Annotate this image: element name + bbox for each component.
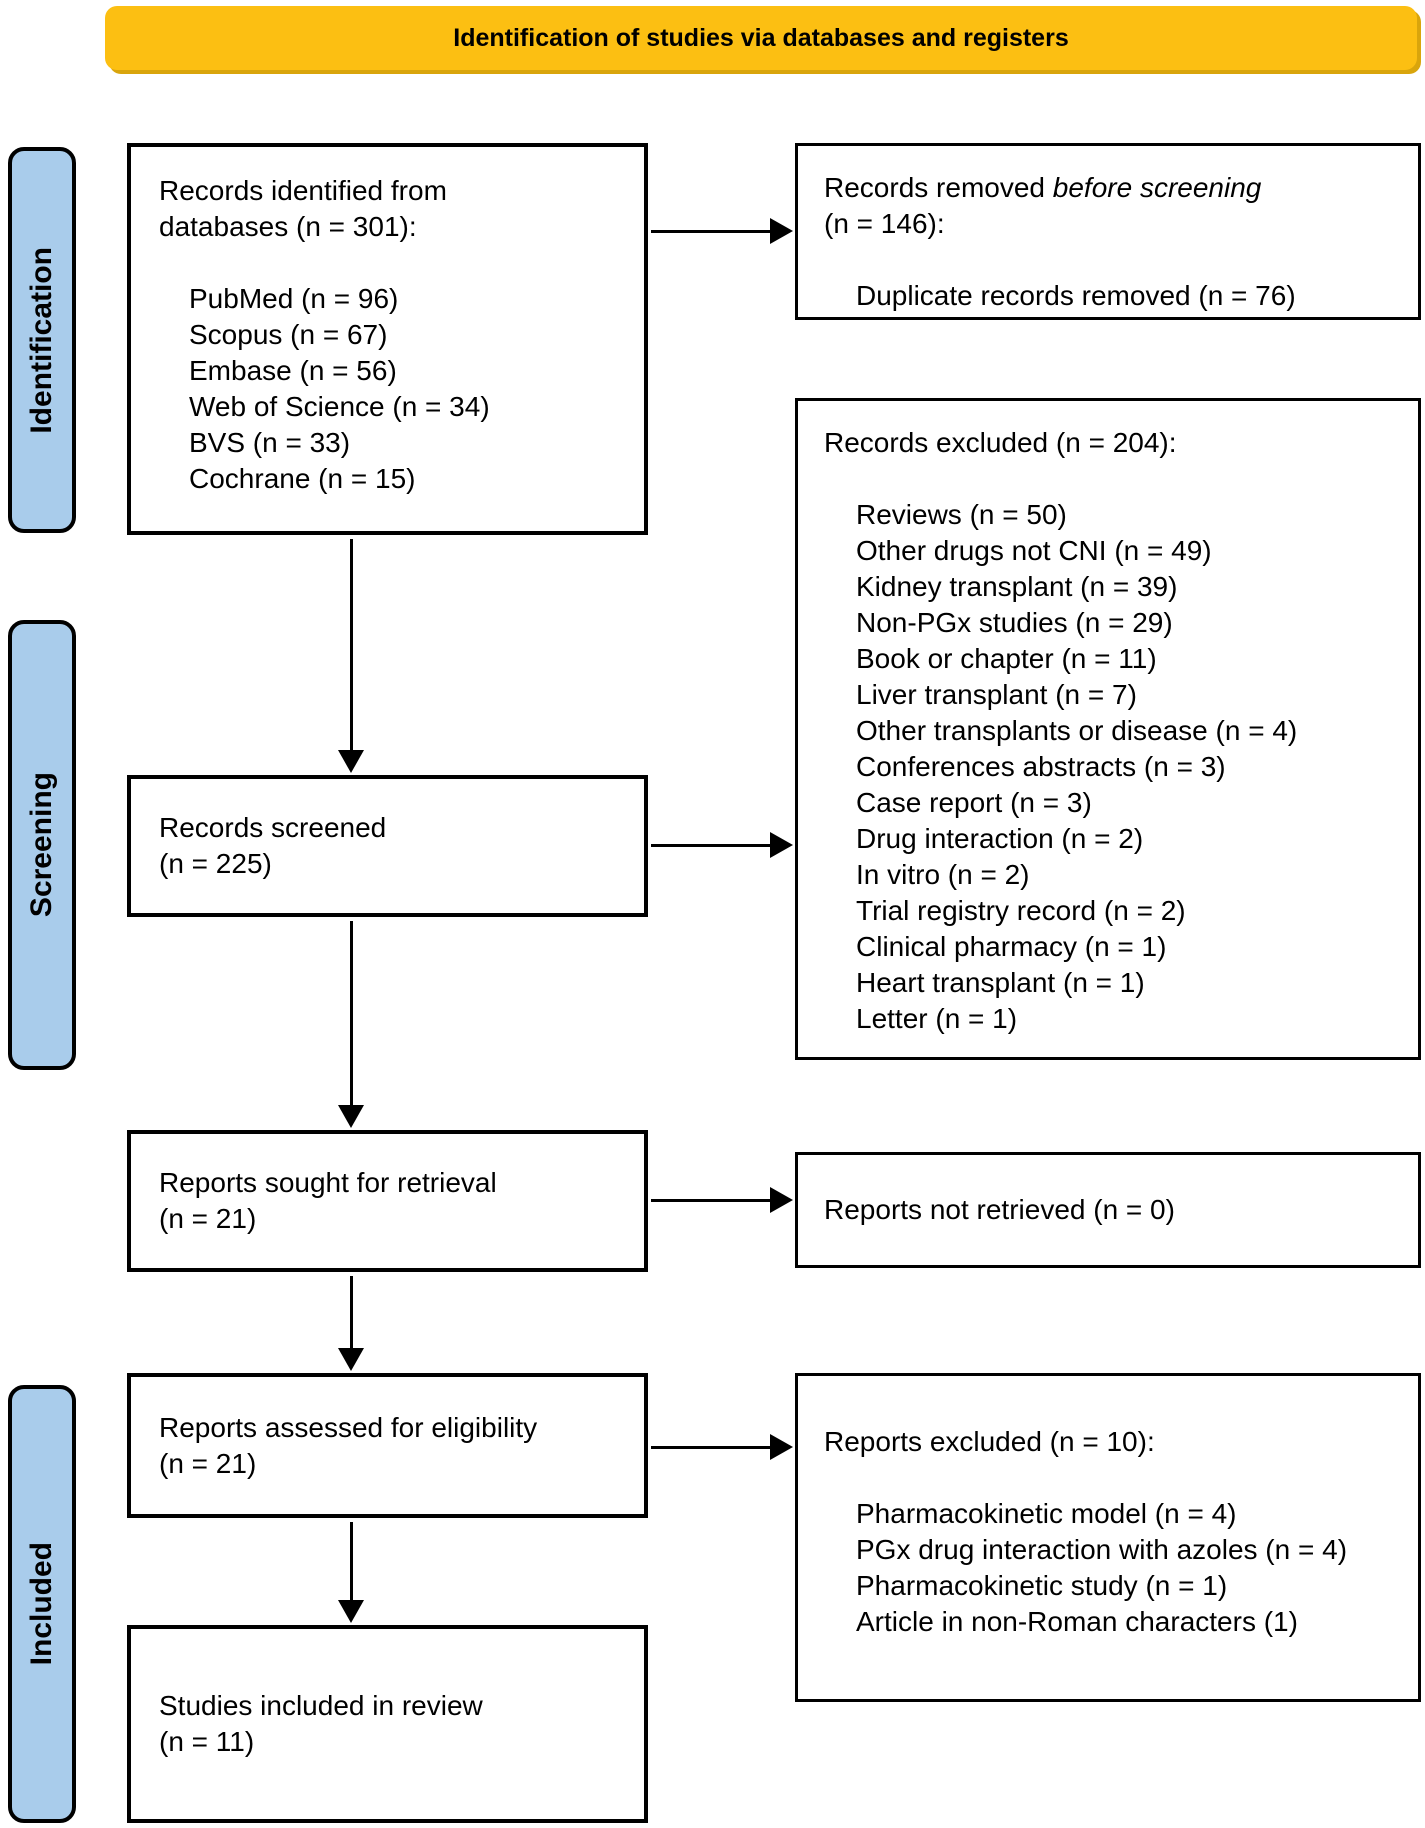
box-reports-assessed: Reports assessed for eligibility (n = 21…	[127, 1373, 648, 1518]
spacer	[159, 245, 626, 281]
arrow-sought-to-not-retrieved-line	[651, 1199, 773, 1202]
box-reports-sought: Reports sought for retrieval (n = 21)	[127, 1130, 648, 1272]
excluded-item: Other drugs not CNI (n = 49)	[856, 535, 1212, 566]
arrow-screened-to-sought-line	[350, 921, 353, 1107]
reports-sought-line1: Reports sought for retrieval	[159, 1167, 497, 1198]
records-identified-line2: databases (n = 301):	[159, 211, 417, 242]
studies-included-line2: (n = 11)	[159, 1726, 255, 1757]
arrow-identified-to-removed-head-icon	[770, 218, 793, 244]
spacer	[824, 461, 1402, 497]
box-reports-excluded: Reports excluded (n = 10): Pharmacokinet…	[795, 1373, 1421, 1702]
spacer	[824, 1460, 1402, 1496]
stage-label-identification: Identification	[8, 147, 76, 533]
excluded-item: Non-PGx studies (n = 29)	[856, 607, 1173, 638]
box-records-identified: Records identified from databases (n = 3…	[127, 143, 648, 535]
banner: Identification of studies via databases …	[105, 6, 1417, 70]
arrow-screened-to-sought-head-icon	[338, 1105, 364, 1128]
database-item: Embase (n = 56)	[189, 355, 397, 386]
removed-item: Duplicate records removed (n = 76)	[856, 280, 1296, 311]
box-records-removed: Records removed before screening (n = 14…	[795, 143, 1421, 320]
report-excluded-item: PGx drug interaction with azoles (n = 4)	[856, 1534, 1348, 1565]
report-excluded-item: Article in non-Roman characters (1)	[856, 1606, 1298, 1637]
database-item: BVS (n = 33)	[189, 427, 351, 458]
excluded-item: Liver transplant (n = 7)	[856, 679, 1137, 710]
reports-not-retrieved-text: Reports not retrieved (n = 0)	[824, 1194, 1175, 1225]
excluded-item: In vitro (n = 2)	[856, 859, 1030, 890]
excluded-item: Clinical pharmacy (n = 1)	[856, 931, 1167, 962]
reports-sought-line2: (n = 21)	[159, 1203, 257, 1234]
arrow-screened-to-excluded-head-icon	[770, 832, 793, 858]
spacer	[824, 242, 1402, 278]
arrow-screened-to-excluded-line	[651, 844, 773, 847]
banner-title: Identification of studies via databases …	[453, 23, 1069, 52]
excluded-item: Drug interaction (n = 2)	[856, 823, 1144, 854]
records-identified-line1: Records identified from	[159, 175, 447, 206]
database-item: Web of Science (n = 34)	[189, 391, 490, 422]
stage-label-screening-text: Screening	[25, 772, 58, 918]
reports-excluded-title: Reports excluded (n = 10):	[824, 1426, 1155, 1457]
records-removed-line1: Records removed before screening	[824, 170, 1402, 206]
excluded-item: Book or chapter (n = 11)	[856, 643, 1157, 674]
box-records-screened: Records screened (n = 225)	[127, 775, 648, 917]
report-excluded-item: Pharmacokinetic study (n = 1)	[856, 1570, 1228, 1601]
database-item: PubMed (n = 96)	[189, 283, 399, 314]
studies-included-line1: Studies included in review	[159, 1690, 483, 1721]
arrow-assessed-to-excluded-head-icon	[770, 1434, 793, 1460]
arrow-identified-to-screened-line	[350, 539, 353, 752]
stage-label-included: Included	[8, 1385, 76, 1823]
excluded-item: Case report (n = 3)	[856, 787, 1092, 818]
records-removed-line2: (n = 146):	[824, 208, 945, 239]
arrow-identified-to-screened-head-icon	[338, 750, 364, 773]
excluded-item: Letter (n = 1)	[856, 1003, 1018, 1034]
arrow-identified-to-removed-line	[651, 230, 773, 233]
excluded-item: Kidney transplant (n = 39)	[856, 571, 1178, 602]
excluded-item: Other transplants or disease (n = 4)	[856, 715, 1298, 746]
box-studies-included: Studies included in review (n = 11)	[127, 1625, 648, 1823]
database-item: Cochrane (n = 15)	[189, 463, 416, 494]
arrow-assessed-to-included-head-icon	[338, 1600, 364, 1623]
stage-label-screening: Screening	[8, 620, 76, 1070]
arrow-sought-to-assessed-line	[350, 1276, 353, 1350]
stage-label-included-text: Included	[25, 1542, 58, 1666]
records-removed-prefix: Records removed	[824, 172, 1053, 203]
records-screened-line2: (n = 225)	[159, 848, 272, 879]
arrow-sought-to-assessed-head-icon	[338, 1348, 364, 1371]
excluded-item: Reviews (n = 50)	[856, 499, 1067, 530]
arrow-assessed-to-excluded-line	[651, 1446, 773, 1449]
database-item: Scopus (n = 67)	[189, 319, 388, 350]
records-excluded-title: Records excluded (n = 204):	[824, 427, 1177, 458]
reports-assessed-line2: (n = 21)	[159, 1447, 257, 1479]
box-reports-not-retrieved: Reports not retrieved (n = 0)	[795, 1152, 1421, 1268]
excluded-item: Conferences abstracts (n = 3)	[856, 751, 1226, 782]
excluded-item: Trial registry record (n = 2)	[856, 895, 1186, 926]
reports-assessed-line1: Reports assessed for eligibility	[159, 1411, 538, 1443]
excluded-item: Heart transplant (n = 1)	[856, 967, 1145, 998]
records-removed-emphasis: before screening	[1052, 172, 1262, 203]
arrow-assessed-to-included-line	[350, 1522, 353, 1602]
report-excluded-item: Pharmacokinetic model (n = 4)	[856, 1498, 1237, 1529]
box-records-excluded: Records excluded (n = 204): Reviews (n =…	[795, 398, 1421, 1060]
stage-label-identification-text: Identification	[25, 246, 58, 434]
arrow-sought-to-not-retrieved-head-icon	[770, 1187, 793, 1213]
records-screened-line1: Records screened	[159, 812, 387, 843]
